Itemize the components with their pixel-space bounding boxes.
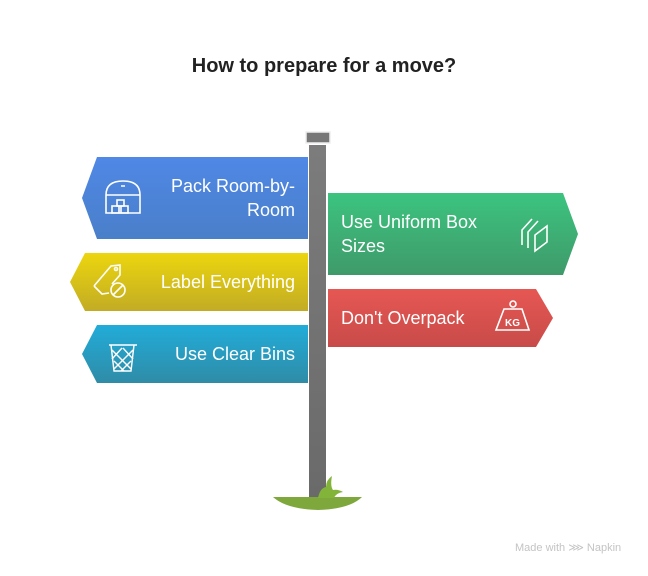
sign-overpack-label: Don't Overpack [341, 308, 465, 328]
made-with-napkin-credit[interactable]: Made with ⋙ Napkin [515, 542, 622, 554]
sign-pack-room[interactable] [82, 157, 308, 239]
grass-blades [318, 476, 343, 498]
wastebasket-icon [109, 344, 137, 372]
warehouse-boxes-icon [105, 180, 141, 214]
diagram-title: How to prepare for a move? [191, 55, 457, 77]
pole [309, 145, 326, 498]
sign-uniform-boxes[interactable] [328, 193, 578, 275]
pole-cap [305, 131, 331, 144]
sign-label-label: Label Everything [160, 272, 295, 292]
sign-clear-bins[interactable] [82, 325, 308, 383]
sign-clear-bins-label: Use Clear Bins [174, 344, 295, 364]
tag-icon [93, 264, 126, 298]
sign-overpack[interactable] [328, 289, 553, 347]
stacked-panels-icon [521, 218, 548, 253]
grass-ground [273, 497, 362, 510]
svg-text:KG: KG [505, 318, 520, 329]
sign-label[interactable] [70, 253, 308, 311]
kg-weight-icon: KG [494, 300, 531, 331]
sign-pack-room-label: Pack Room-by-Room [170, 176, 295, 220]
